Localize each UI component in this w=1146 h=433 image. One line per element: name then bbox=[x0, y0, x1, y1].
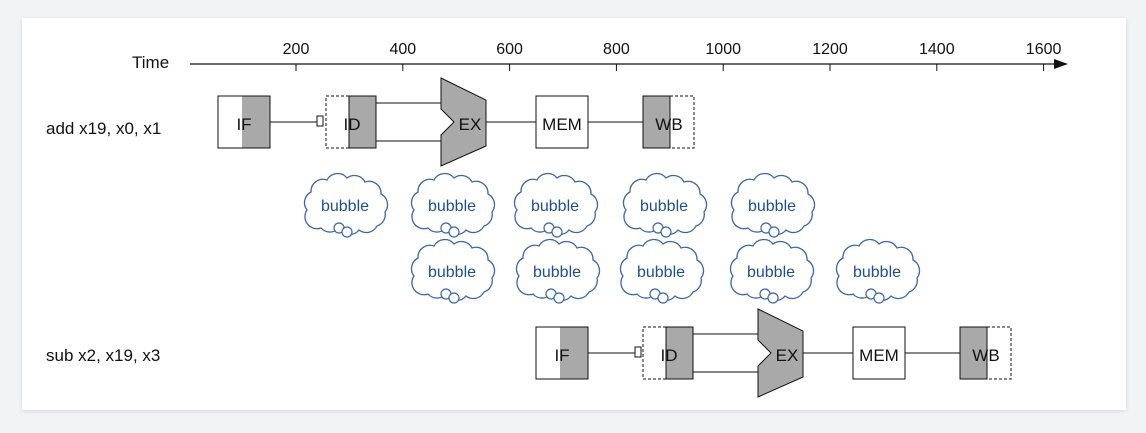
stage-label: EX bbox=[459, 115, 482, 134]
axis-arrow-icon bbox=[1054, 59, 1068, 69]
stage-ex: EX bbox=[757, 308, 804, 398]
cloud-icon bbox=[729, 238, 815, 302]
stage-id: ID bbox=[316, 95, 377, 149]
bubble: bubble bbox=[835, 238, 921, 304]
cloud-icon bbox=[410, 172, 496, 236]
cloud-puff-icon bbox=[657, 292, 669, 304]
bubble-label: bubble bbox=[321, 198, 369, 215]
tick-label: 1200 bbox=[812, 41, 848, 58]
pipeline-sub: IF ID EX MEM WB bbox=[535, 308, 1012, 398]
cloud-icon bbox=[410, 238, 496, 302]
stage-label: WB bbox=[972, 346, 999, 365]
cloud-puff-icon bbox=[660, 226, 672, 238]
bubble-label: bubble bbox=[637, 264, 685, 281]
bubble: bubble bbox=[729, 238, 815, 304]
tick-label: 1000 bbox=[705, 41, 741, 58]
stage-label: IF bbox=[236, 115, 251, 134]
bubble-label: bubble bbox=[748, 198, 796, 215]
instruction-label-add: add x19, x0, x1 bbox=[46, 119, 161, 138]
cloud-icon bbox=[622, 172, 708, 236]
bubble-label: bubble bbox=[428, 198, 476, 215]
instruction-label-sub: sub x2, x19, x3 bbox=[46, 346, 160, 365]
cloud-icon bbox=[619, 238, 705, 302]
stage-id: ID bbox=[634, 326, 694, 380]
cloud-puff-icon bbox=[341, 226, 353, 238]
stage-label: WB bbox=[655, 115, 682, 134]
stage-label: EX bbox=[776, 346, 799, 365]
stage-label: MEM bbox=[859, 346, 899, 365]
bubble: bubble bbox=[410, 172, 496, 238]
cloud-puff-icon bbox=[768, 226, 780, 238]
stage-if: IF bbox=[217, 95, 271, 149]
stage-label: ID bbox=[661, 346, 678, 365]
time-label: Time bbox=[132, 53, 169, 72]
bubble: bubble bbox=[513, 172, 599, 238]
time-axis: Time 200 400 600 800 1000 1200 1400 1600 bbox=[132, 41, 1068, 72]
stage-mem: MEM bbox=[535, 95, 589, 149]
bubble: bubble bbox=[515, 238, 601, 304]
cloud-icon bbox=[303, 172, 389, 236]
stage-label: MEM bbox=[542, 115, 582, 134]
bubble-label: bubble bbox=[640, 198, 688, 215]
bubble: bubble bbox=[619, 238, 705, 304]
bubble: bubble bbox=[622, 172, 708, 238]
stage-if: IF bbox=[535, 326, 589, 380]
cloud-puff-icon bbox=[448, 292, 460, 304]
stage-label: IF bbox=[554, 346, 569, 365]
bubble: bubble bbox=[303, 172, 389, 238]
cloud-puff-icon bbox=[767, 292, 779, 304]
cloud-icon bbox=[513, 172, 599, 236]
cloud-puff-icon bbox=[551, 226, 563, 238]
cloud-icon bbox=[835, 238, 921, 302]
bubble-area: bubble bubble bubble bubble bubble bubble bubb… bbox=[303, 172, 921, 304]
cloud-puff-icon bbox=[448, 226, 460, 238]
tick-label: 400 bbox=[389, 41, 416, 58]
bubble-label: bubble bbox=[747, 264, 795, 281]
cloud-puff-icon bbox=[873, 292, 885, 304]
pipeline-add: IF ID EX MEM WB bbox=[217, 77, 695, 167]
bubble-label: bubble bbox=[428, 264, 476, 281]
stage-ex: EX bbox=[440, 77, 487, 167]
tick-label: 1400 bbox=[919, 41, 955, 58]
tick-label: 800 bbox=[603, 41, 630, 58]
stage-wb: WB bbox=[959, 326, 1012, 380]
cloud-icon bbox=[730, 172, 816, 236]
tick-label: 1600 bbox=[1026, 41, 1062, 58]
cloud-icon bbox=[515, 238, 601, 302]
bubble-label: bubble bbox=[531, 198, 579, 215]
tick-label: 600 bbox=[496, 41, 523, 58]
bubble: bubble bbox=[730, 172, 816, 238]
bubble: bubble bbox=[410, 238, 496, 304]
stage-label: ID bbox=[344, 115, 361, 134]
bubble-label: bubble bbox=[853, 264, 901, 281]
stage-mem: MEM bbox=[852, 326, 906, 380]
cloud-puff-icon bbox=[553, 292, 565, 304]
stage-wb: WB bbox=[642, 95, 695, 149]
bubble-label: bubble bbox=[533, 264, 581, 281]
tick-label: 200 bbox=[283, 41, 310, 58]
